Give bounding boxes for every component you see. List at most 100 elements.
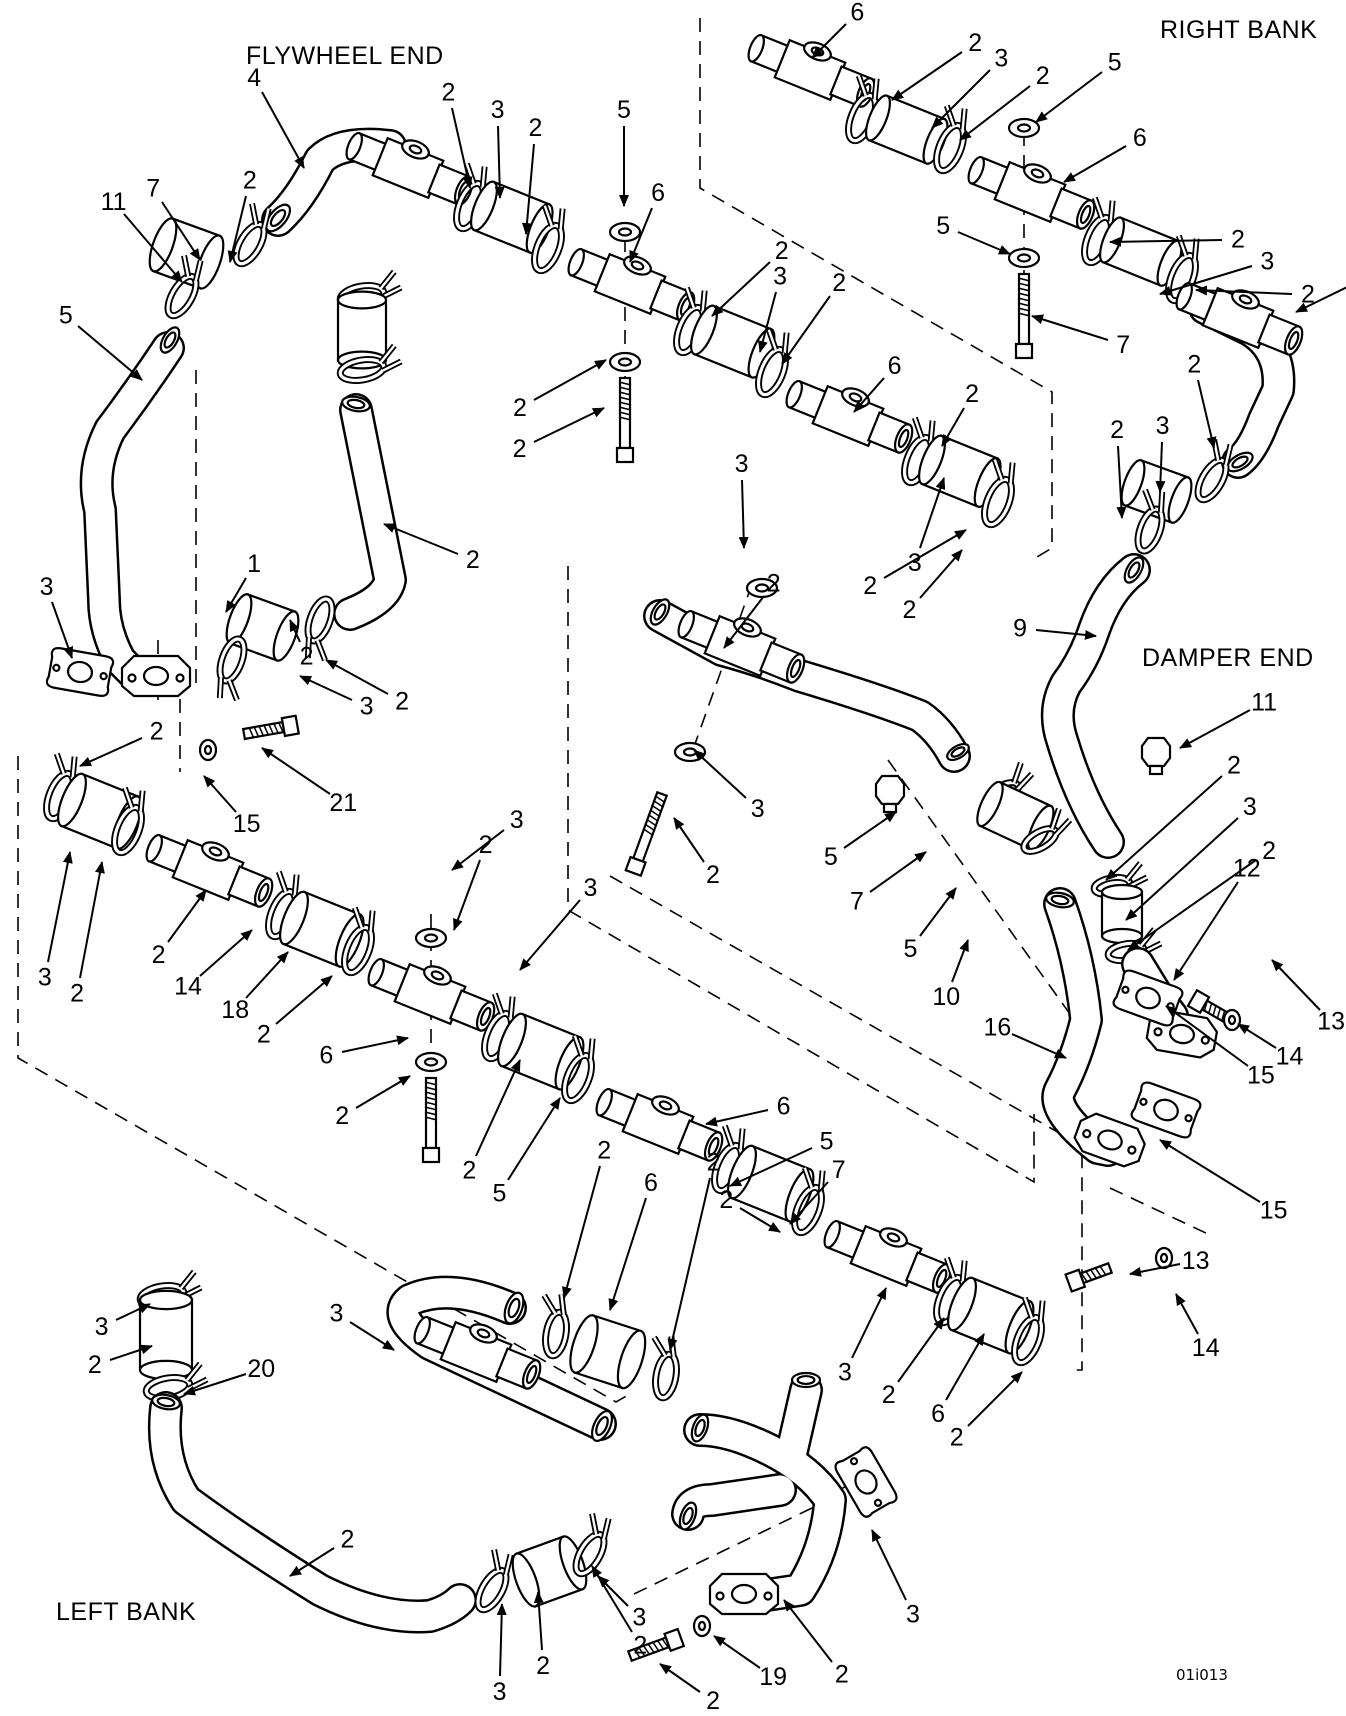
callout-leader <box>507 1097 561 1181</box>
callout-leader <box>919 887 957 937</box>
hose-clamp <box>111 786 146 857</box>
clamp-screw-inner <box>945 1257 966 1282</box>
hose-clamp <box>1165 234 1200 305</box>
screw-thread <box>1094 1266 1103 1278</box>
callout-leader <box>597 1575 629 1607</box>
callout: 2 <box>882 1317 945 1409</box>
hose-clamp <box>1134 488 1166 555</box>
callout: 2 <box>462 1059 521 1185</box>
callout-leader <box>1127 859 1257 951</box>
callout: 2 <box>521 114 542 235</box>
clamp-screw-inner <box>123 787 144 812</box>
callout: 3 <box>1155 412 1170 493</box>
hose-sleeve <box>225 593 300 662</box>
stud-thread <box>424 1111 438 1116</box>
callout: 2 <box>383 523 480 574</box>
screw-shank <box>1078 1261 1114 1285</box>
callout-leader <box>275 975 333 1025</box>
callout-number: 2 <box>513 435 527 463</box>
callout-number: 2 <box>719 1186 733 1214</box>
hose-clamp <box>304 595 336 662</box>
callout-number: 18 <box>221 996 249 1024</box>
callout-number: 2 <box>832 269 846 297</box>
clamp-screw-inner <box>913 417 934 442</box>
washer-hole <box>1016 253 1032 263</box>
stud-thread <box>642 827 654 837</box>
callout-leader <box>789 1181 829 1225</box>
callout-layer: 6232562328572329112321213141516151314423… <box>38 0 1346 1715</box>
screw-thread <box>1207 1002 1213 1015</box>
callout: 3 <box>330 1299 395 1351</box>
stud-thread <box>424 1106 438 1111</box>
callout-number: 2 <box>1301 281 1315 309</box>
clamp-band-inner <box>982 477 1014 527</box>
callout: 2 <box>719 1186 781 1233</box>
washer <box>1007 247 1041 269</box>
callout-leader <box>1165 1005 1249 1067</box>
clamp-band-inner <box>532 223 564 273</box>
clamp-screw-inner <box>543 205 564 230</box>
washer <box>608 221 642 243</box>
tee-stub-end <box>785 379 803 409</box>
callout-leader <box>1179 709 1251 749</box>
callout-leader <box>693 749 747 799</box>
callout-leader <box>533 1591 544 1651</box>
callout: 2 <box>325 659 409 716</box>
tee-nipple-bore <box>1079 204 1092 225</box>
callout: 3 <box>38 851 73 992</box>
gasket-port <box>66 660 94 684</box>
callout-number: 2 <box>70 980 84 1008</box>
callout: 6 <box>629 179 665 263</box>
stud-thread <box>424 1091 438 1096</box>
callout: 3 <box>871 1529 920 1628</box>
clamp-screw-inner <box>218 677 239 701</box>
callout-leader <box>1035 629 1097 640</box>
clamp-screw-inner <box>590 1513 610 1540</box>
callout: 5 <box>617 96 631 207</box>
callout-leader <box>183 1373 247 1396</box>
washer <box>745 577 779 599</box>
tee-fitting <box>1175 281 1304 356</box>
tube-end-bore <box>1050 894 1070 906</box>
callout-leader <box>519 899 581 971</box>
callout: 6 <box>319 1035 409 1069</box>
callout-number: 7 <box>146 175 160 203</box>
flywheel-inner-outline <box>179 370 197 772</box>
callout-number: 2 <box>1227 751 1241 779</box>
callout-number: 6 <box>651 179 665 207</box>
callout-leader <box>355 1075 411 1109</box>
callout: 4 <box>247 64 305 169</box>
flange-bolt-hole <box>1153 1027 1163 1037</box>
callout: 2 <box>667 1148 721 1351</box>
callout-number: 2 <box>882 1381 896 1409</box>
callout-leader <box>1063 145 1127 183</box>
stud-thread <box>618 416 632 421</box>
washer-hole <box>617 357 633 367</box>
hose-clamp <box>164 255 204 320</box>
right-bank-label: RIGHT BANK <box>1160 16 1317 44</box>
callout-leader <box>562 1165 601 1299</box>
callout: 2 <box>533 1591 550 1680</box>
stud-thread <box>651 804 663 813</box>
callout-leader <box>451 107 473 189</box>
clamp-screw-inner <box>543 1294 565 1316</box>
tee-boss-hole <box>1238 294 1253 305</box>
stud-thread <box>618 411 632 416</box>
callout-number: 11 <box>101 188 127 216</box>
washer <box>414 1051 448 1073</box>
clamp-screw-inner <box>306 637 327 661</box>
screw-head <box>280 714 301 738</box>
gasket-bolt-hole <box>1184 1114 1193 1123</box>
tee-fitting <box>967 155 1096 230</box>
callout-number: 3 <box>95 1313 109 1341</box>
callout-leader <box>1173 881 1239 981</box>
callout: 3 <box>95 1303 151 1341</box>
flange-port <box>142 665 170 687</box>
callout: 3 <box>451 806 524 871</box>
callout-number: 2 <box>965 380 979 408</box>
callout-number: 2 <box>707 1148 721 1176</box>
callout-number: 2 <box>479 831 493 859</box>
cap-screw <box>1064 1261 1114 1293</box>
hose-sleeve <box>569 1314 647 1390</box>
